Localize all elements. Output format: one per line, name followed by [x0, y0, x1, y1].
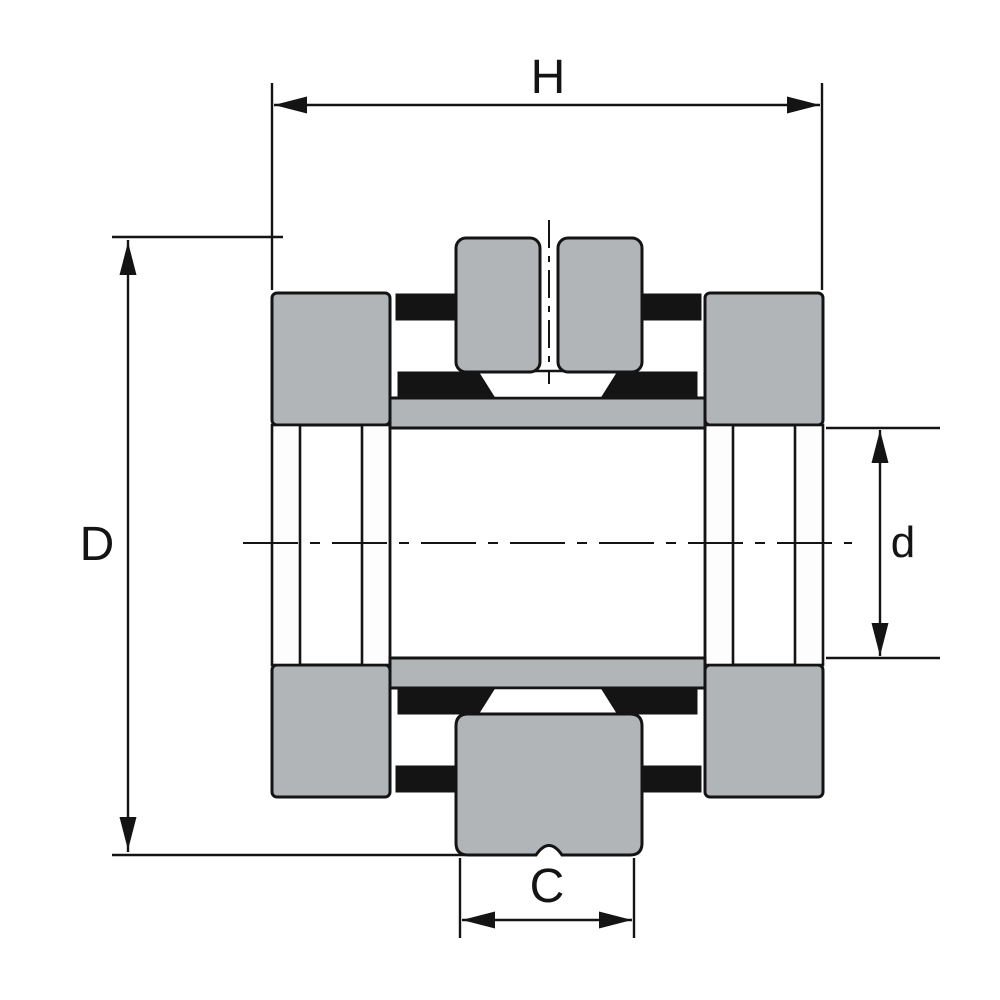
centerlines — [243, 220, 852, 544]
d-bore-arrow-up-icon — [871, 430, 889, 463]
dimension-h: H — [270, 51, 824, 290]
d-outer-dimension-label: D — [80, 518, 115, 571]
h-arrow-left-icon — [274, 96, 307, 114]
outer-ring-bottom-left — [270, 663, 392, 799]
c-arrow-right-icon — [599, 911, 632, 929]
bearing-parts — [270, 236, 825, 857]
locknut-right-half — [556, 236, 644, 374]
sleeve-wall-right-outer — [793, 423, 825, 667]
c-arrow-left-icon — [462, 911, 495, 929]
spacer-bottom-right — [642, 765, 702, 793]
c-dimension-label: C — [530, 860, 565, 913]
spacer-bottom-left — [395, 765, 455, 793]
adapter-sleeve-nut — [454, 712, 644, 857]
outer-ring-top-right — [703, 291, 825, 427]
h-dimension-label: H — [531, 51, 566, 104]
outer-ring-bottom-right — [703, 663, 825, 799]
d-outer-arrow-down-icon — [119, 817, 137, 850]
washer-tab-bottom — [474, 686, 622, 717]
locknut-left-half — [454, 236, 542, 374]
outer-ring-top-left — [270, 291, 392, 427]
sleeve-wall-left-inner — [360, 423, 392, 667]
d-bore-arrow-down-icon — [871, 623, 889, 656]
sleeve-wall-left-outer — [270, 423, 302, 667]
spacer-top-left — [395, 293, 455, 321]
spacer-top-right — [642, 293, 702, 321]
d-outer-arrow-up-icon — [119, 242, 137, 275]
inner-ring-bottom — [388, 656, 707, 690]
dimension-d-outer: D — [80, 235, 465, 857]
dimension-d-bore: d — [826, 426, 940, 660]
d-bore-dimension-label: d — [891, 518, 915, 567]
h-arrow-right-icon — [787, 96, 820, 114]
dimension-c: C — [458, 858, 636, 938]
sleeve-wall-right-inner — [703, 423, 735, 667]
inner-ring-top — [388, 396, 707, 430]
